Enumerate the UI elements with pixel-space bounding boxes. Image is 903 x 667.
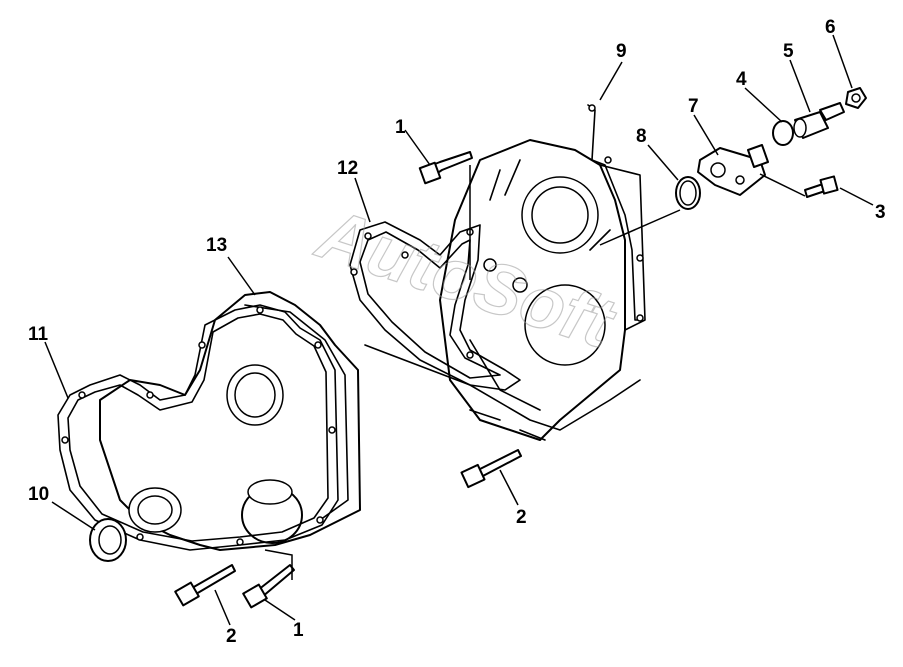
gasket-12 <box>349 221 521 391</box>
seal-10 <box>89 518 127 562</box>
bolt-3 <box>804 175 839 198</box>
gasket-9 <box>587 104 644 322</box>
callout-4: 4 <box>736 69 747 90</box>
nut-6 <box>845 87 867 109</box>
callout-9: 9 <box>616 41 627 62</box>
callout-5: 5 <box>783 41 794 62</box>
callout-12: 12 <box>337 158 358 179</box>
bolt-1-bottom <box>242 564 295 609</box>
callout-10: 10 <box>28 484 49 505</box>
callouts: 1 12 13 11 10 2 2 1 9 8 7 4 5 6 3 <box>28 17 886 647</box>
front-cover-13 <box>99 291 361 551</box>
callout-7: 7 <box>688 96 699 117</box>
bolt-1-top <box>418 151 473 185</box>
leader-lines <box>44 34 874 626</box>
gasket-11 <box>57 304 339 551</box>
callout-2-bottom: 2 <box>226 626 237 647</box>
callout-11: 11 <box>28 324 49 345</box>
o-ring-8 <box>675 176 701 210</box>
callout-13: 13 <box>206 235 227 256</box>
callout-1-top: 1 <box>395 117 406 138</box>
sensor-5 <box>793 102 845 139</box>
gear-housing <box>364 139 646 441</box>
callout-8: 8 <box>636 126 647 147</box>
bolt-2-bottom <box>174 564 236 607</box>
o-ring-4 <box>772 120 794 146</box>
flange-7 <box>697 144 769 196</box>
callout-2-middle: 2 <box>516 507 527 528</box>
callout-3: 3 <box>875 202 886 223</box>
bolt-2-middle <box>460 449 522 489</box>
callout-6: 6 <box>825 17 836 38</box>
callout-1-bottom: 1 <box>293 620 304 641</box>
